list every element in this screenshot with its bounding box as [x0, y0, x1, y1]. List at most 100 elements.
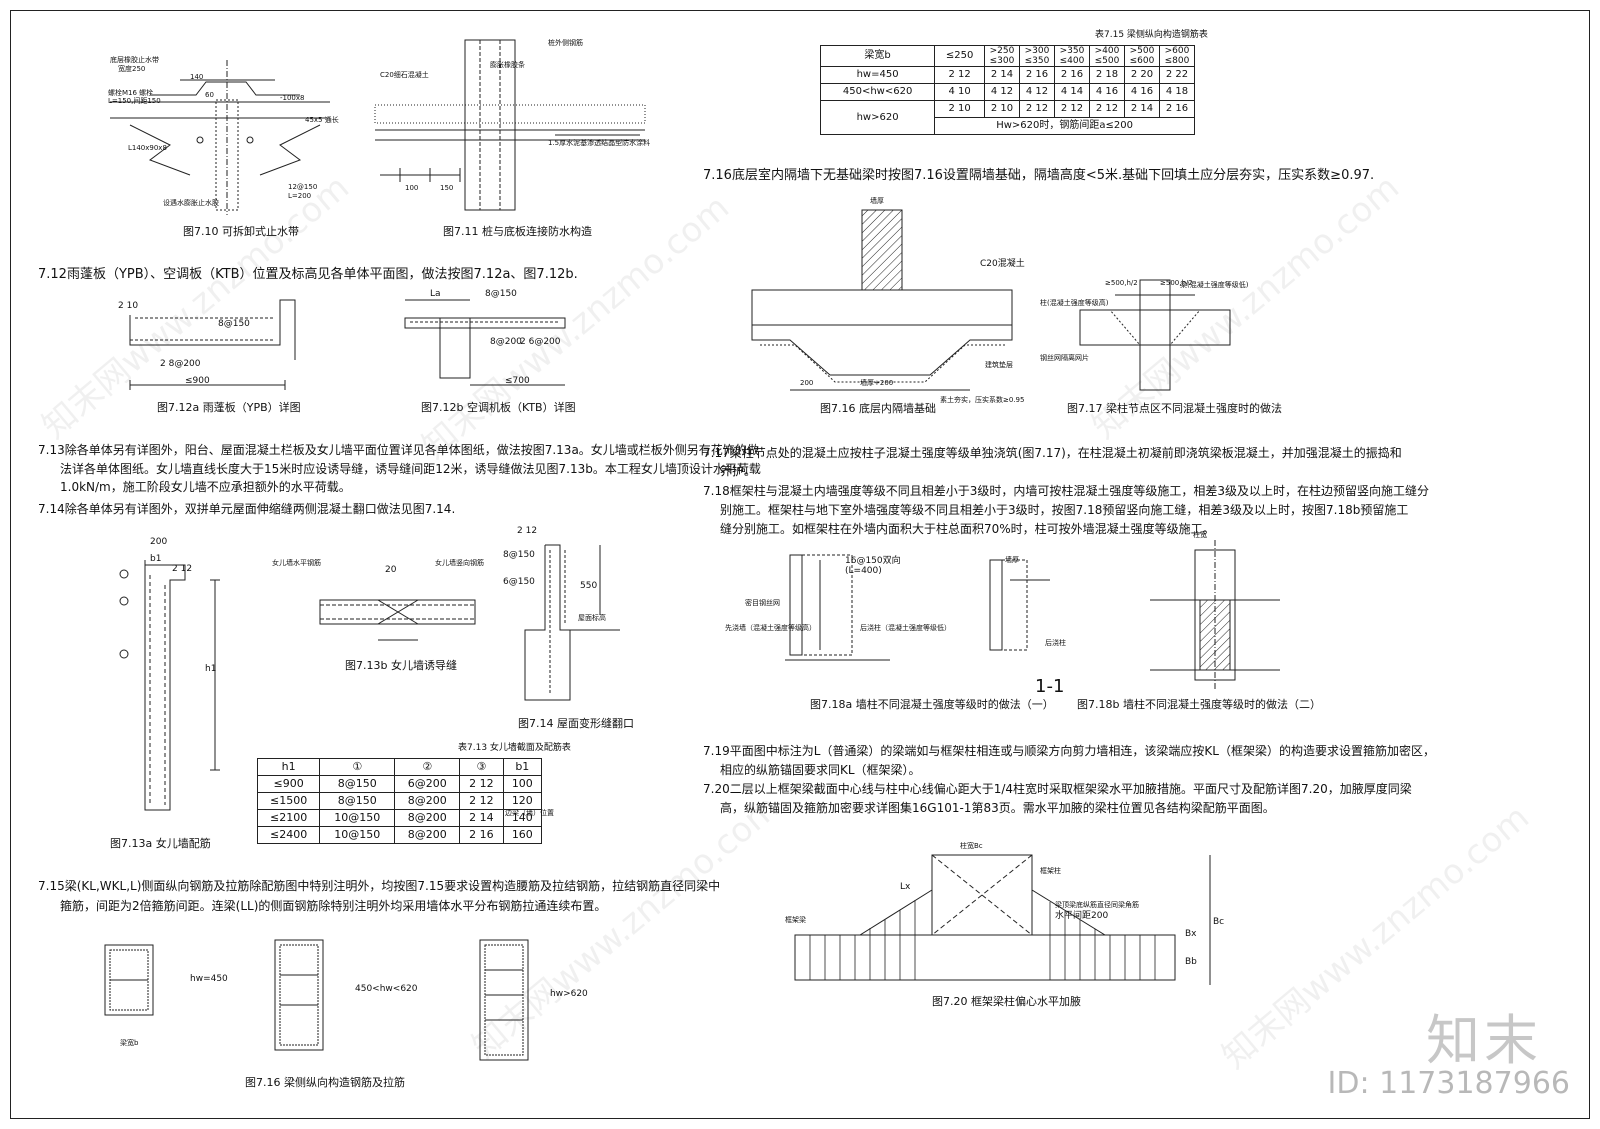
- drawing-label: 柱宽: [1193, 531, 1207, 539]
- drawing-label: ≤900: [185, 376, 210, 386]
- caption-7-18b: 图7.18b 墙柱不同混凝土强度等级时的做法（二）: [1077, 698, 1321, 711]
- fig-7-17-drawing: [1079, 279, 1231, 391]
- table-cell: 2 12: [1019, 100, 1055, 118]
- table-header-cell: b1: [502, 758, 543, 776]
- table-cell: 4 16: [1124, 83, 1160, 101]
- fig-7-11-drawing: [374, 39, 646, 211]
- drawing-frame: [10, 10, 1590, 1119]
- table-cell: 120: [502, 792, 543, 810]
- table-cell: 2 18: [1089, 66, 1125, 84]
- table-cell: ≤1500: [256, 792, 321, 810]
- table-7-15-title: 表7.15 梁侧纵向构造钢筋表: [1095, 30, 1208, 40]
- table-header-cell: ≤250: [934, 45, 985, 67]
- note-7-15-line2: 箍筋，间距为2倍箍筋间距。连梁(LL)的侧面钢筋除特别注明外均采用墙体水平分布钢…: [60, 899, 607, 913]
- table-cell: 2 12: [1054, 100, 1090, 118]
- drawing-label: 梁(混凝土强度等级低): [1180, 281, 1249, 289]
- caption-7-10: 图7.10 可拆卸式止水带: [183, 225, 299, 238]
- note-7-16: 7.16底层室内隔墙下无基础梁时按图7.16设置隔墙基础，隔墙高度<5米.基础下…: [703, 168, 1375, 183]
- drawing-label: 桩外侧钢筋: [548, 39, 583, 47]
- fig-7-13b-drawing: [319, 599, 476, 641]
- note-7-19-line1: 7.19平面图中标注为L（普通梁）的梁端如与框架柱相连或与顺梁方向剪力墙相连，该…: [703, 744, 1435, 758]
- caption-7-12a: 图7.12a 雨蓬板（YPB）详图: [157, 401, 301, 414]
- drawing-label: C20混凝土: [980, 259, 1025, 269]
- table-cell: 2 14: [984, 66, 1020, 84]
- watermark-logo: 知末: [1426, 1009, 1542, 1072]
- table-cell: 4 16: [1089, 83, 1125, 101]
- drawing-label: 后浇柱（混凝土强度等级低）: [860, 624, 951, 632]
- drawing-label: 水平间距200: [1055, 911, 1109, 921]
- drawing-label: 16@150双向: [845, 556, 901, 566]
- drawing-label: b1: [150, 554, 162, 564]
- fig-7-16-drawing: [751, 209, 1013, 391]
- drawing-label: 8@200: [490, 337, 522, 347]
- table-header-row: 梁宽b ≤250 >250 ≤300 >300 ≤350 >350 ≤400 >…: [819, 45, 1195, 67]
- drawing-label: 柱宽Bc: [960, 842, 983, 850]
- table-7-15: 梁宽b ≤250 >250 ≤300 >300 ≤350 >350 ≤400 >…: [819, 45, 1195, 135]
- table-header-cell: 梁宽b: [819, 45, 936, 67]
- drawing-label: -100x8: [280, 94, 305, 102]
- section-1-1-label: 1-1: [1035, 676, 1065, 697]
- drawing-label: 螺栓M16 螺栓: [108, 89, 154, 97]
- table-header-cell: >300 ≤350: [1019, 45, 1055, 67]
- table-header-cell: ③: [459, 758, 504, 776]
- table-cell: hw>620: [819, 100, 936, 135]
- note-7-18-line1: 7.18框架柱与混凝土内墙强度等级不同且相差小于3级时，内墙可按柱混凝土强度等级…: [703, 484, 1429, 498]
- drawing-label: Bc: [1213, 917, 1225, 927]
- table-row: hw>620 2 10 2 10 2 12 2 12 2 12 2 14 2 1…: [819, 100, 1195, 135]
- fig-7-13a-drawing: [119, 560, 220, 811]
- fig-7-18a-drawing: [785, 554, 1050, 661]
- drawing-label: 450<hw<620: [355, 984, 418, 994]
- drawing-label: 12@150: [288, 183, 318, 191]
- table-cell: 4 12: [1019, 83, 1055, 101]
- drawing-label: 屋面标高: [578, 614, 606, 622]
- drawing-label: 8@150: [218, 319, 250, 329]
- drawing-label: 6@150: [503, 577, 535, 587]
- table-cell: 450<hw<620: [819, 83, 936, 101]
- drawing-label: 100: [405, 184, 419, 192]
- table-cell: 4 10: [934, 83, 985, 101]
- drawing-label: 建筑垫层: [985, 361, 1013, 369]
- watermark-id: ID: 1173187966: [1327, 1066, 1570, 1101]
- caption-7-16: 图7.16 底层内隔墙基础: [820, 402, 936, 415]
- drawing-label: 后浇柱: [1045, 639, 1066, 647]
- note-7-15-line1: 7.15梁(KL,WKL,L)侧面纵向钢筋及拉筋除配筋图中特别注明外，均按图7.…: [38, 879, 721, 893]
- table-cell: 160: [502, 826, 543, 844]
- table-header-cell: ①: [319, 758, 396, 776]
- table-cell: 2 16: [459, 826, 504, 844]
- table-cell: 6@200: [394, 775, 461, 793]
- table-cell: 8@150: [319, 792, 396, 810]
- drawing-label: hw=450: [190, 974, 228, 984]
- note-7-17-line2: 养护。: [720, 464, 757, 478]
- drawing-label: 8@150: [485, 289, 517, 299]
- table-row: 450<hw<620 4 10 4 12 4 12 4 14 4 16 4 16…: [819, 83, 1195, 101]
- table-row: hw=450 2 12 2 14 2 16 2 16 2 18 2 20 2 2…: [819, 66, 1195, 84]
- table-cell: 2 16: [1159, 100, 1195, 118]
- fig-7-15-drawing: [104, 939, 529, 1061]
- drawing-label: 200: [800, 379, 814, 387]
- drawing-label: Lx: [900, 882, 911, 892]
- caption-7-13a: 图7.13a 女儿墙配筋: [110, 837, 211, 850]
- table-cell: 2 12: [1089, 100, 1125, 118]
- note-7-12: 7.12雨蓬板（YPB）、空调板（KTB）位置及标高见各单体平面图，做法按图7.…: [38, 267, 578, 282]
- table-cell: 2 12: [459, 775, 504, 793]
- drawing-label: h1: [205, 664, 217, 674]
- drawing-label: C20细石混凝土: [380, 71, 429, 79]
- drawing-label: ≤700: [505, 376, 530, 386]
- caption-7-14: 图7.14 屋面变形缝翻口: [518, 717, 634, 730]
- fig-7-12b-drawing: [404, 299, 566, 386]
- fig-7-10-drawing: [110, 60, 330, 215]
- table-header-cell: >350 ≤400: [1054, 45, 1090, 67]
- table-cell: 2 12: [934, 66, 985, 84]
- note-7-20-line2: 高，纵筋锚固及箍筋加密要求详图集16G101-1第83页。需水平加腋的梁柱位置见…: [720, 801, 1275, 815]
- drawing-label: 墙厚+200: [860, 379, 894, 387]
- fig-7-12a-drawing: [129, 299, 296, 390]
- drawing-label: (L=400): [845, 566, 882, 576]
- drawing-label: 钢丝网隔离网片: [1040, 354, 1089, 362]
- drawing-label: 女儿墙水平钢筋: [272, 559, 321, 567]
- drawing-label: 框架梁: [785, 916, 806, 924]
- table-7-13: h1 ① ② ③ b1 ≤900 8@150 6@200 2 12 100 ≤1…: [256, 758, 543, 844]
- caption-7-12b: 图7.12b 空调机板（KTB）详图: [421, 401, 576, 414]
- table-cell: 10@150: [319, 826, 396, 844]
- table-header-row: h1 ① ② ③ b1: [256, 758, 543, 776]
- drawing-label: 2 12: [172, 564, 193, 574]
